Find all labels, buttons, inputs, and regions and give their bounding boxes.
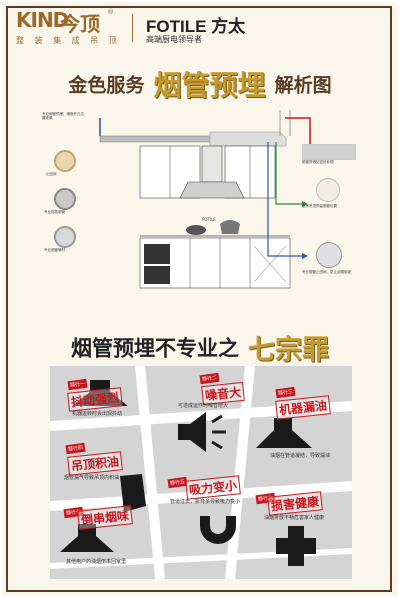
title2-main: 烟管预埋不专业之 [70, 336, 239, 361]
registered-mark: ® [107, 8, 114, 16]
title-seven-sins: 烟管预埋不专业之 七宗罪 [0, 328, 400, 367]
title2-highlight: 七宗罪 [248, 335, 330, 366]
poster-border [6, 6, 392, 592]
fotile-logo: FOTILE 方太 [146, 17, 246, 36]
road-map-background [50, 366, 352, 579]
kind-slogan: 整 装 集 成 吊 顶 [16, 36, 121, 45]
check-valve-photo [54, 150, 76, 172]
title1-left: 金色服务 [68, 74, 145, 97]
fotile-slogan: 高端厨电领导者 [146, 35, 202, 44]
title1-right: 解析图 [274, 74, 332, 97]
diagram-note-7: 专业烟管止回阀，防止油烟倒灌 [302, 270, 351, 274]
title-service-diagram: 金色服务 烟管预埋 解析图 [0, 64, 400, 104]
kind-logo: KIND [16, 8, 69, 32]
hood-duct-photo [302, 144, 356, 160]
sin-4-desc: 烟管漏气导致吊顶内积油 [64, 475, 120, 481]
diagram-note-3: 专业铝箔烟管 [44, 210, 65, 214]
sealing-ring-photo [316, 178, 340, 202]
sin-6-desc: 油烟排放不畅危害家人健康 [264, 515, 325, 521]
foil-duct-photo [54, 188, 76, 210]
duct-accessory-photo [54, 226, 76, 248]
title1-highlight: 烟管预埋 [153, 69, 266, 102]
sin-2-desc: 可造成运作时噪音增大 [178, 403, 229, 409]
diagram-note-2: 止回阀 [46, 172, 57, 176]
diagram-note-1: 专业烟管预埋，墙面开孔位置准确 [42, 112, 84, 120]
kitchen-illustration [99, 110, 314, 289]
kind-logo-cn: 今顶 [60, 12, 100, 36]
hood-brand-mark: FOTILE [202, 217, 216, 222]
stop-valve-photo [316, 242, 342, 268]
sin-3-desc: 油烟在管道凝结，导致漏油 [270, 453, 331, 459]
diagram-note-4: 专业烟管辅材 [44, 248, 65, 252]
sin-7-desc: 其他用户的油烟倒串回家里 [66, 559, 127, 565]
sin-5-desc: 管道过长，折弯多导致吸力变小 [170, 499, 241, 505]
duct-diagram: 专业烟管预埋，墙面开孔位置准确 止回阀 专业铝箔烟管 专业烟管辅材 烟管穿墙处密… [40, 106, 360, 306]
diagram-note-5: 烟管穿墙处密封处理 [302, 160, 334, 164]
sin-1-desc: 机器运转时会出现抖动 [72, 411, 123, 417]
seven-sins-panel: 罪行一 抖动强烈 机器运转时会出现抖动 罪行二 噪音大 可造成运作时噪音增大 罪… [50, 366, 352, 579]
header-divider [132, 14, 133, 42]
header: KIND 今顶 ® 整 装 集 成 吊 顶 FOTILE 方太 高端厨电领导者 [10, 8, 390, 52]
diagram-note-6: 厨房吊顶预留烟管位置 [302, 204, 337, 208]
